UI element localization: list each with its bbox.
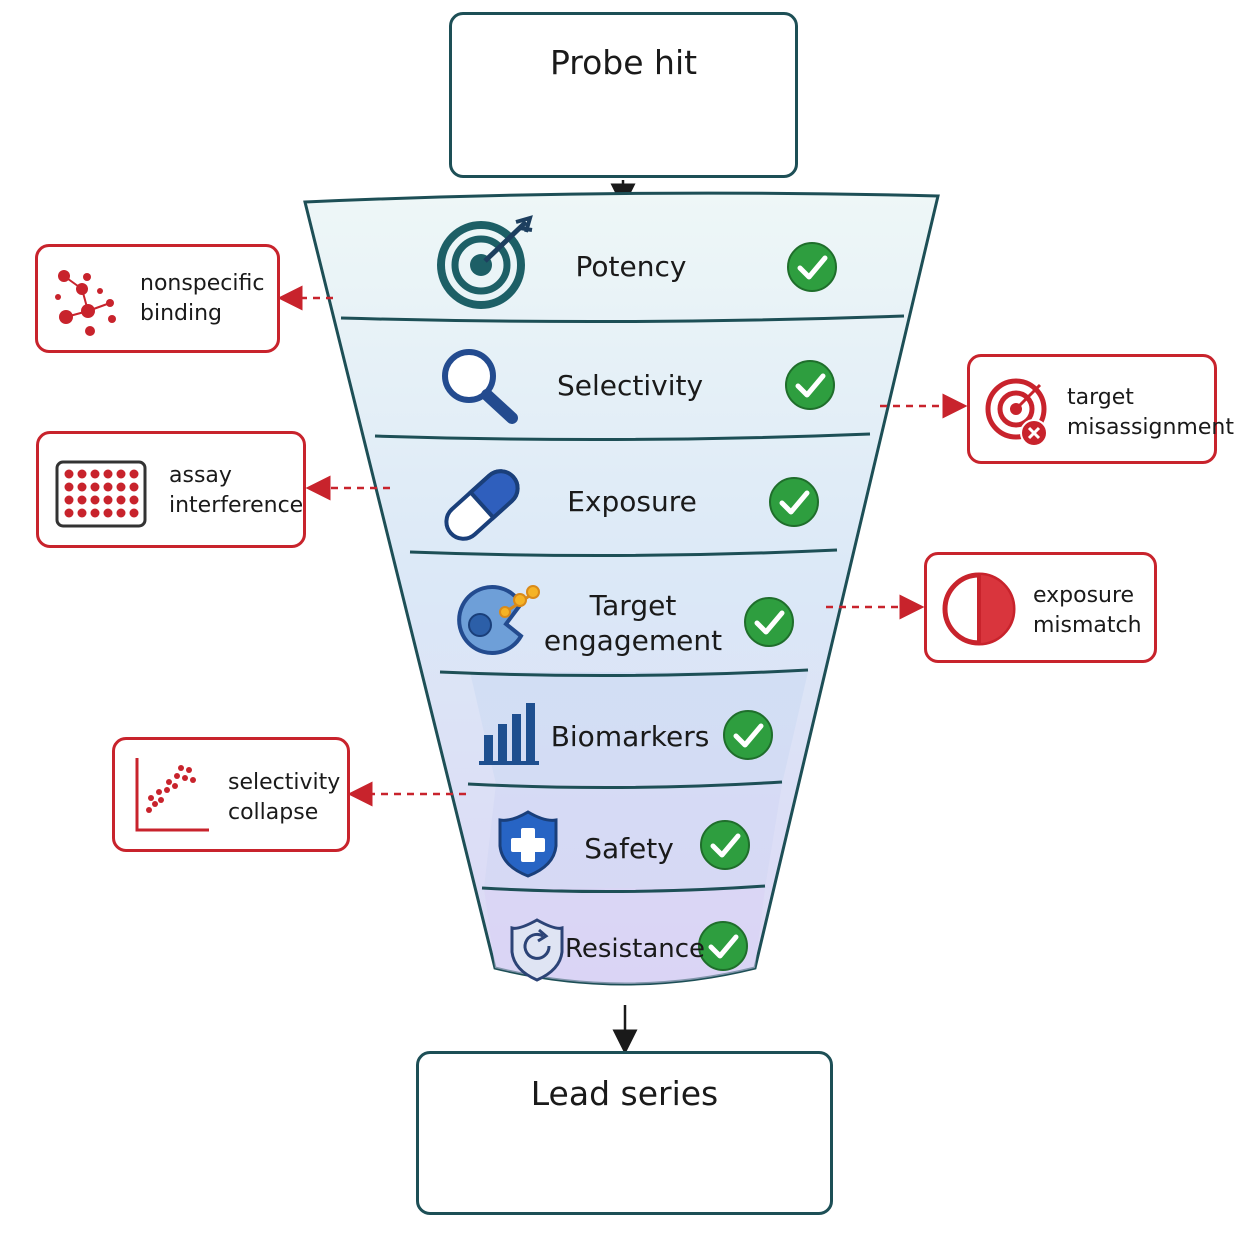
callout-line: binding [140, 301, 223, 326]
callout-nonspecific-binding: nonspecific binding [35, 244, 280, 353]
callout-line: collapse [228, 800, 319, 825]
callout-line: selectivity [228, 770, 341, 795]
well-dot [116, 495, 126, 505]
well-dot [77, 482, 87, 492]
scatter-plot-icon [135, 758, 209, 832]
callout-exposure-mismatch-text: exposure mismatch [1033, 581, 1142, 641]
well-dot [103, 495, 113, 505]
lead-series-title: Lead series [530, 1074, 719, 1113]
well-dot [103, 482, 113, 492]
probe-hit-box: Probe hit [449, 12, 798, 178]
check-badge-icon [744, 597, 794, 647]
well-dot [129, 508, 139, 518]
well-dot [90, 482, 100, 492]
callout-line: interference [169, 493, 304, 518]
callout-exposure-mismatch: exposure mismatch [924, 552, 1157, 663]
well-dot [64, 508, 74, 518]
callout-line: mismatch [1033, 613, 1142, 638]
callout-target-misassignment-text: target misassignment [1067, 383, 1234, 443]
well-dot [129, 495, 139, 505]
well-dot [116, 482, 126, 492]
well-dot [90, 508, 100, 518]
well-dot [64, 469, 74, 479]
check-badge-icon [723, 710, 773, 760]
stage-biomarkers-label: Biomarkers [550, 720, 710, 753]
well-dot [77, 469, 87, 479]
probe-hit-title: Probe hit [549, 43, 698, 82]
callout-line: nonspecific [140, 271, 265, 296]
callout-assay-interference-text: assay interference [169, 461, 303, 521]
shield-refresh-icon [510, 918, 564, 982]
well-dot [103, 508, 113, 518]
cell-binding-icon [457, 585, 540, 655]
stage-potency-label: Potency [575, 250, 687, 283]
stage-checks [698, 242, 837, 971]
callout-nonspecific-binding-text: nonspecific binding [140, 269, 264, 329]
bar-chart-icon [479, 703, 539, 765]
lead-series-box: Lead series [416, 1051, 833, 1215]
well-dot [116, 469, 126, 479]
stage-safety-label: Safety [584, 832, 674, 865]
magnifier-icon [442, 349, 518, 424]
half-circle-icon [942, 572, 1016, 646]
stage-target-engagement-label: Target engagement [544, 588, 722, 658]
callout-line: target [1067, 385, 1134, 410]
capsule-icon [444, 469, 520, 541]
well-dot [103, 469, 113, 479]
well-dot [77, 495, 87, 505]
well-dot [64, 482, 74, 492]
callout-selectivity-collapse-text: selectivity collapse [228, 768, 340, 828]
callout-line: assay [169, 463, 232, 488]
stage-target-engagement-line-1: Target [589, 589, 677, 622]
well-dot [129, 482, 139, 492]
check-badge-icon [785, 360, 835, 410]
callout-assay-interference: assay interference [36, 431, 306, 548]
stage-resistance-label: Resistance [564, 934, 706, 964]
shield-plus-icon [498, 810, 558, 878]
well-dot [64, 495, 74, 505]
callout-selectivity-collapse: selectivity collapse [112, 737, 350, 852]
stage-target-engagement-line-2: engagement [543, 624, 723, 657]
callout-target-misassignment: target misassignment [967, 354, 1234, 464]
well-dot [77, 508, 87, 518]
target-arrow-icon [437, 215, 533, 309]
check-badge-icon [700, 820, 750, 870]
funnel-separators [340, 314, 905, 894]
scattered-dots-icon [55, 270, 116, 336]
stage-selectivity-label: Selectivity [556, 369, 704, 402]
check-badge-icon [787, 242, 837, 292]
check-badge-icon [769, 477, 819, 527]
target-error-icon [985, 378, 1048, 447]
stage-exposure-label: Exposure [567, 485, 697, 518]
well-dot [129, 469, 139, 479]
callout-line: exposure [1033, 583, 1135, 608]
well-dot [90, 495, 100, 505]
well-plate-icon [55, 460, 147, 528]
well-dot [90, 469, 100, 479]
callout-line: misassignment [1067, 415, 1234, 440]
check-badge-icon [698, 921, 748, 971]
well-dot [116, 508, 126, 518]
